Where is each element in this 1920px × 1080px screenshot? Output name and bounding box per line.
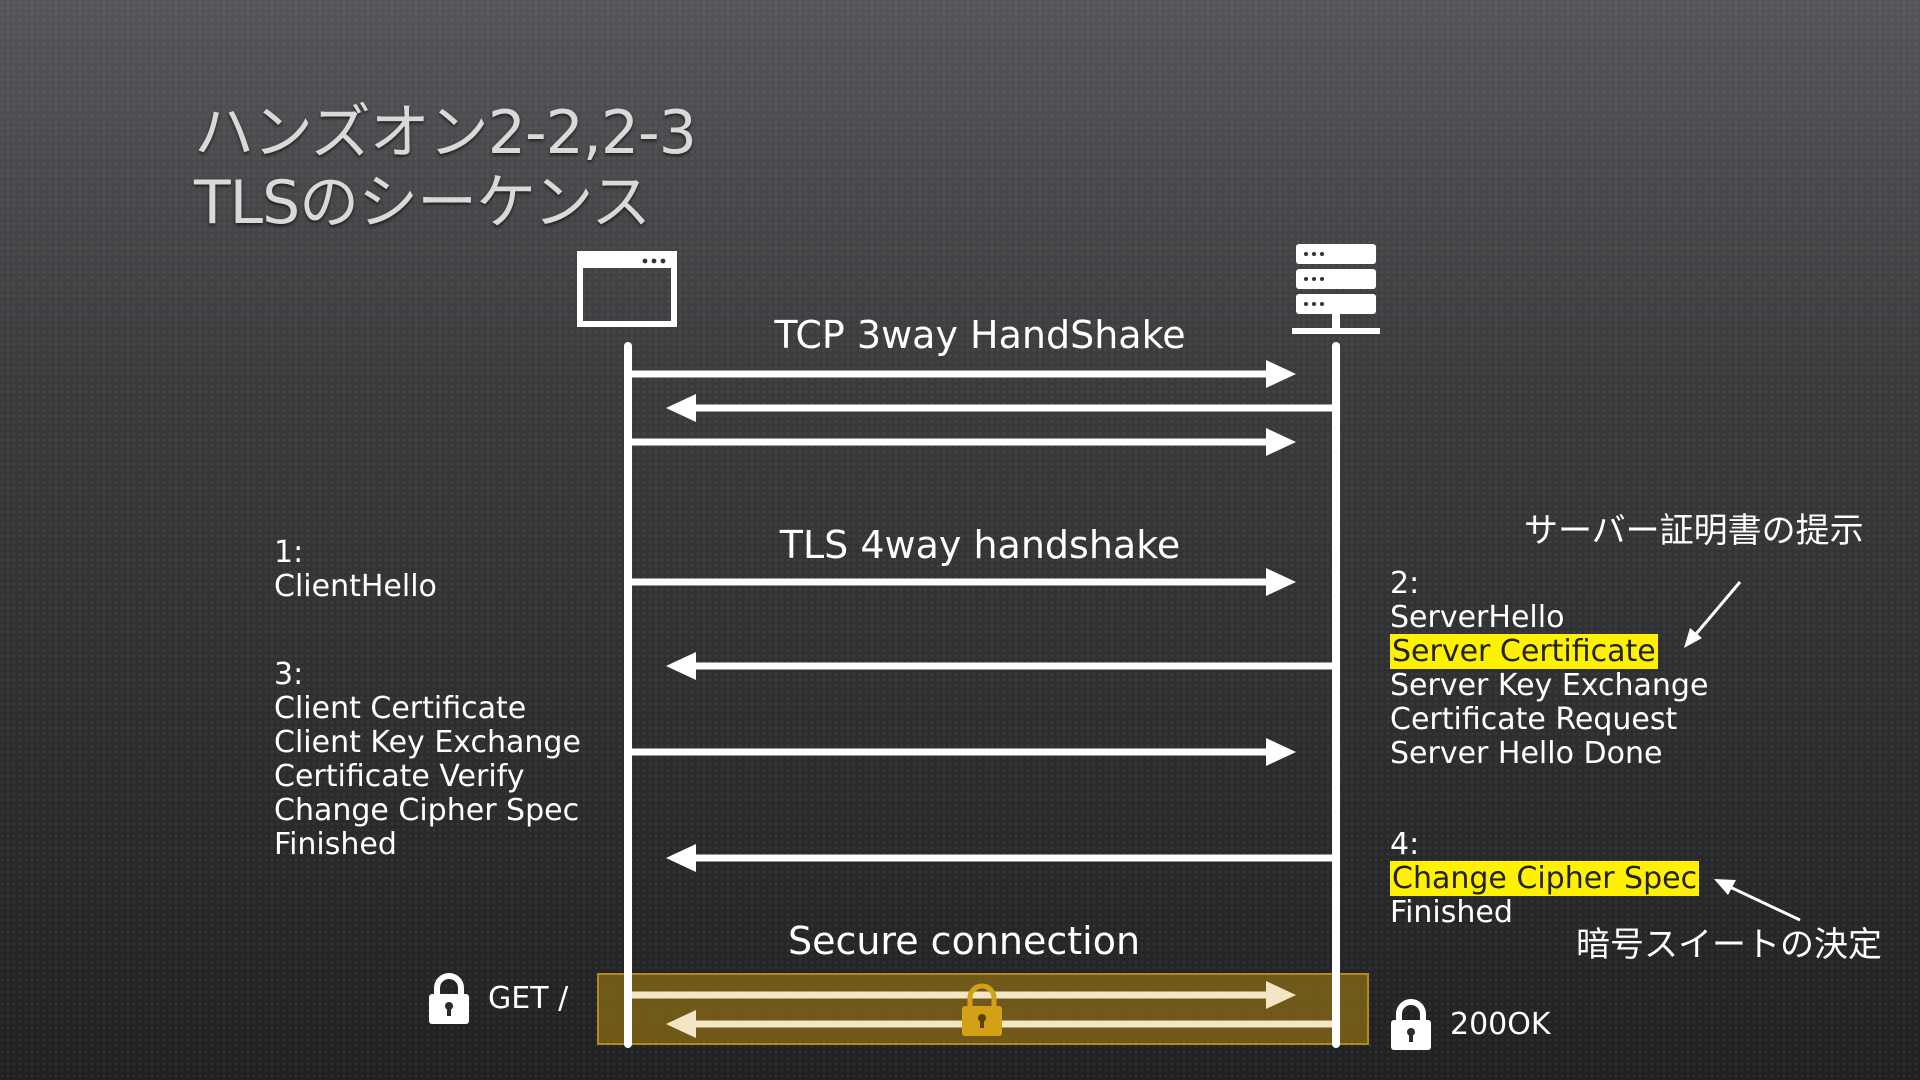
browser-window-icon — [577, 251, 677, 327]
step-number: 2: — [1390, 566, 1420, 601]
highlighted-step-message: Change Cipher Spec — [1390, 861, 1700, 896]
secure-lock-icon — [962, 983, 1002, 1036]
secure-connection-label: Secure connection — [787, 919, 1141, 963]
step-message: Change Cipher Spec — [274, 793, 580, 828]
get-request-label: GET / — [488, 981, 569, 1016]
tcp-ack-arrow — [632, 428, 1296, 456]
slide-title: ハンズオン2-2,2-3 TLSのシーケンス — [194, 98, 1094, 238]
tls-server-finished-arrow — [666, 844, 1332, 872]
highlighted-step-message: Server Certificate — [1390, 634, 1658, 669]
step-message: ClientHello — [274, 569, 437, 604]
step-message: Finished — [1390, 895, 1513, 930]
cipher-pointer-arrow — [1714, 879, 1801, 922]
tcp-syn-arrow — [632, 360, 1296, 388]
title-line-2: TLSのシーケンス — [194, 168, 651, 238]
step-number: 1: — [274, 535, 304, 570]
certificate-annotation: サーバー証明書の提示 — [1524, 511, 1864, 551]
tls-client-hello-arrow — [632, 568, 1296, 596]
server-step-4: 4: Change Cipher Spec Finished — [1390, 827, 1700, 930]
tls-handshake-label: TLS 4way handshake — [779, 523, 1181, 567]
client-step-3: 3: Client Certificate Client Key Exchang… — [274, 658, 581, 862]
client-step-1: 1: ClientHello — [274, 536, 437, 604]
step-message: ServerHello — [1390, 600, 1565, 635]
step-message: Client Certificate — [274, 691, 527, 726]
tls-client-key-arrow — [632, 738, 1296, 766]
title-line-1: ハンズオン2-2,2-3 — [194, 98, 697, 168]
secure-request-arrow — [632, 981, 1296, 1009]
tcp-synack-arrow — [666, 394, 1332, 422]
padlock-icon — [1391, 999, 1431, 1050]
padlock-icon — [429, 973, 469, 1024]
secure-response-arrow — [666, 1010, 1332, 1038]
cipher-annotation: 暗号スイートの決定 — [1576, 925, 1882, 965]
step-number: 3: — [274, 657, 304, 692]
step-message: Certificate Request — [1390, 702, 1678, 737]
step-message: Certificate Verify — [274, 759, 525, 794]
step-message: Server Key Exchange — [1390, 668, 1709, 703]
tls-server-hello-arrow — [666, 652, 1332, 680]
step-number: 4: — [1390, 827, 1420, 862]
server-stack-icon — [1292, 244, 1380, 334]
step-message: Finished — [274, 827, 397, 862]
server-step-2: 2: ServerHello Server Certificate Server… — [1390, 567, 1708, 771]
step-message: Server Hello Done — [1390, 736, 1663, 771]
ok-response-label: 200OK — [1450, 1007, 1551, 1042]
tcp-handshake-label: TCP 3way HandShake — [774, 313, 1186, 357]
certificate-pointer-arrow — [1684, 581, 1742, 648]
step-message: Client Key Exchange — [274, 725, 581, 760]
